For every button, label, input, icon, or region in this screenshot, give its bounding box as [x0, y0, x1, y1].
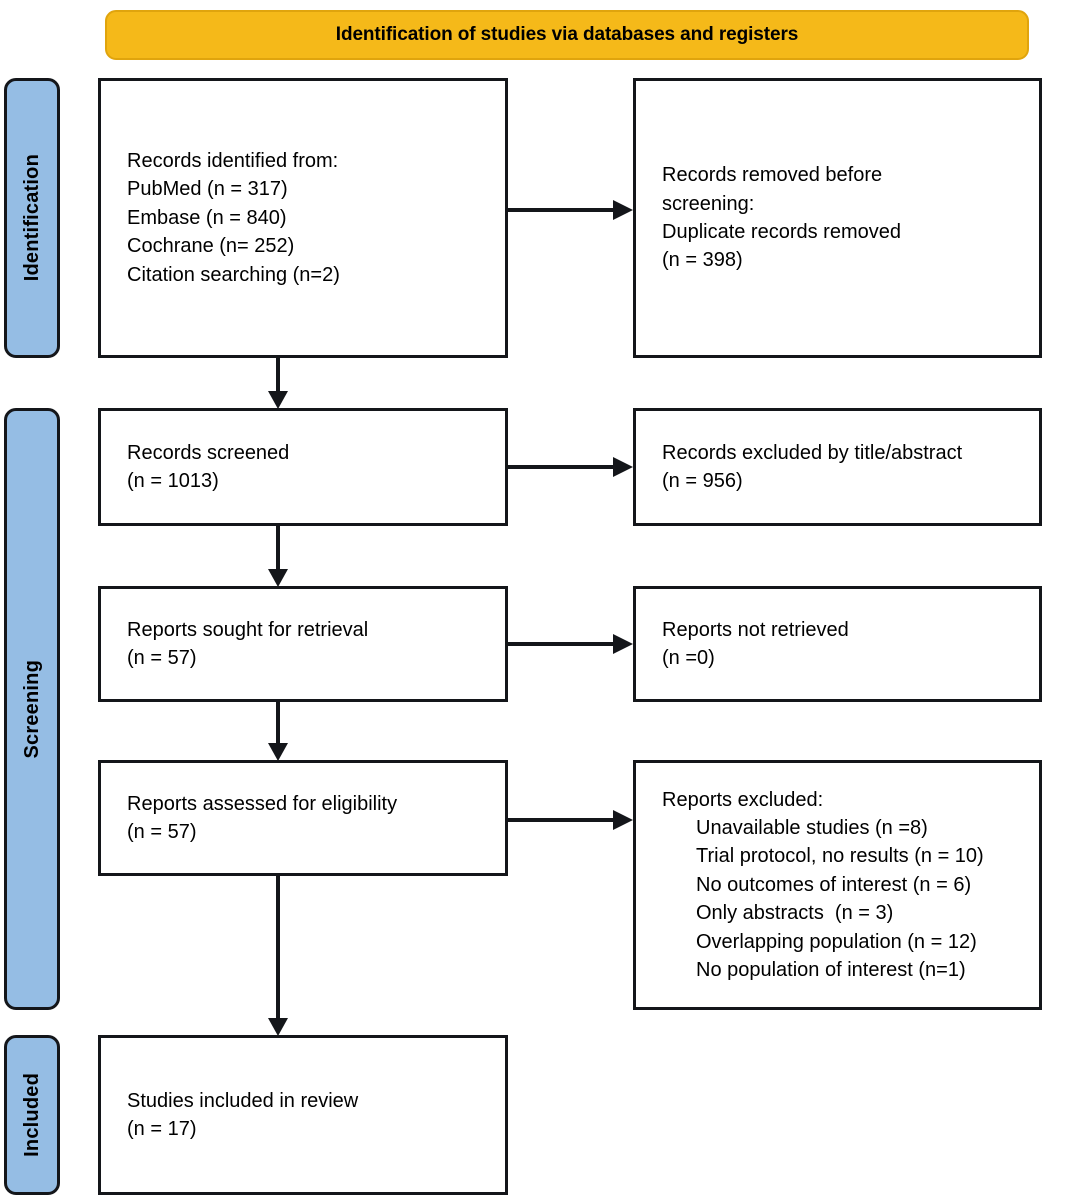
box-records-identified-text: Records identified from: PubMed (n = 317… [127, 150, 340, 286]
box-reports-excluded: Reports excluded: Unavailable studies (n … [633, 760, 1042, 1010]
box-reports-sought: Reports sought for retrieval (n = 57) [98, 586, 508, 702]
box-records-removed-text: Records removed before screening: Duplic… [662, 164, 901, 272]
box-reports-not-retrieved: Reports not retrieved (n =0) [633, 586, 1042, 702]
box-reports-excluded-heading: Reports excluded: [662, 788, 824, 811]
box-records-removed: Records removed before screening: Duplic… [633, 78, 1042, 358]
box-records-identified: Records identified from: PubMed (n = 317… [98, 78, 508, 358]
arrow-identified-to-screened [266, 358, 290, 410]
diagram-banner: Identification of studies via databases … [105, 10, 1029, 60]
excluded-item: Unavailable studies (n =8) [696, 817, 928, 840]
box-reports-assessed-text: Reports assessed for eligibility (n = 57… [127, 792, 398, 843]
box-studies-included: Studies included in review (n = 17) [98, 1035, 508, 1195]
box-records-screened-text: Records screened (n = 1013) [127, 441, 290, 492]
stage-label-screening-text: Screening [20, 659, 43, 759]
arrow-identified-to-removed [508, 198, 635, 222]
arrow-screened-to-excluded-ta [508, 455, 635, 479]
stage-label-included-text: Included [20, 1073, 43, 1157]
box-records-excluded-title-abstract: Records excluded by title/abstract (n = … [633, 408, 1042, 526]
stage-label-included: Included [4, 1035, 60, 1195]
box-records-screened: Records screened (n = 1013) [98, 408, 508, 526]
arrow-assessed-to-excluded [508, 808, 635, 832]
excluded-item: Overlapping population (n = 12) [696, 930, 977, 953]
arrow-screened-to-sought [266, 526, 290, 588]
excluded-item: Only abstracts (n = 3) [696, 902, 894, 925]
banner-title: Identification of studies via databases … [335, 24, 799, 45]
stage-label-screening: Screening [4, 408, 60, 1010]
excluded-item: No outcomes of interest (n = 6) [696, 873, 972, 896]
box-reports-excluded-body: Reports excluded: Unavailable studies (n … [636, 786, 994, 985]
box-reports-sought-text: Reports sought for retrieval (n = 57) [127, 618, 369, 669]
excluded-item: No population of interest (n=1) [696, 958, 966, 981]
arrow-assessed-to-included [266, 876, 290, 1037]
excluded-item: Trial protocol, no results (n = 10) [696, 845, 984, 868]
box-reports-assessed: Reports assessed for eligibility (n = 57… [98, 760, 508, 876]
box-reports-not-retrieved-text: Reports not retrieved (n =0) [662, 618, 849, 669]
box-records-excluded-title-abstract-text: Records excluded by title/abstract (n = … [662, 441, 963, 492]
arrow-sought-to-not-retrieved [508, 632, 635, 656]
stage-label-identification: Identification [4, 78, 60, 358]
arrow-sought-to-assessed [266, 702, 290, 762]
stage-label-identification-text: Identification [20, 154, 43, 282]
box-studies-included-text: Studies included in review (n = 17) [127, 1089, 359, 1140]
